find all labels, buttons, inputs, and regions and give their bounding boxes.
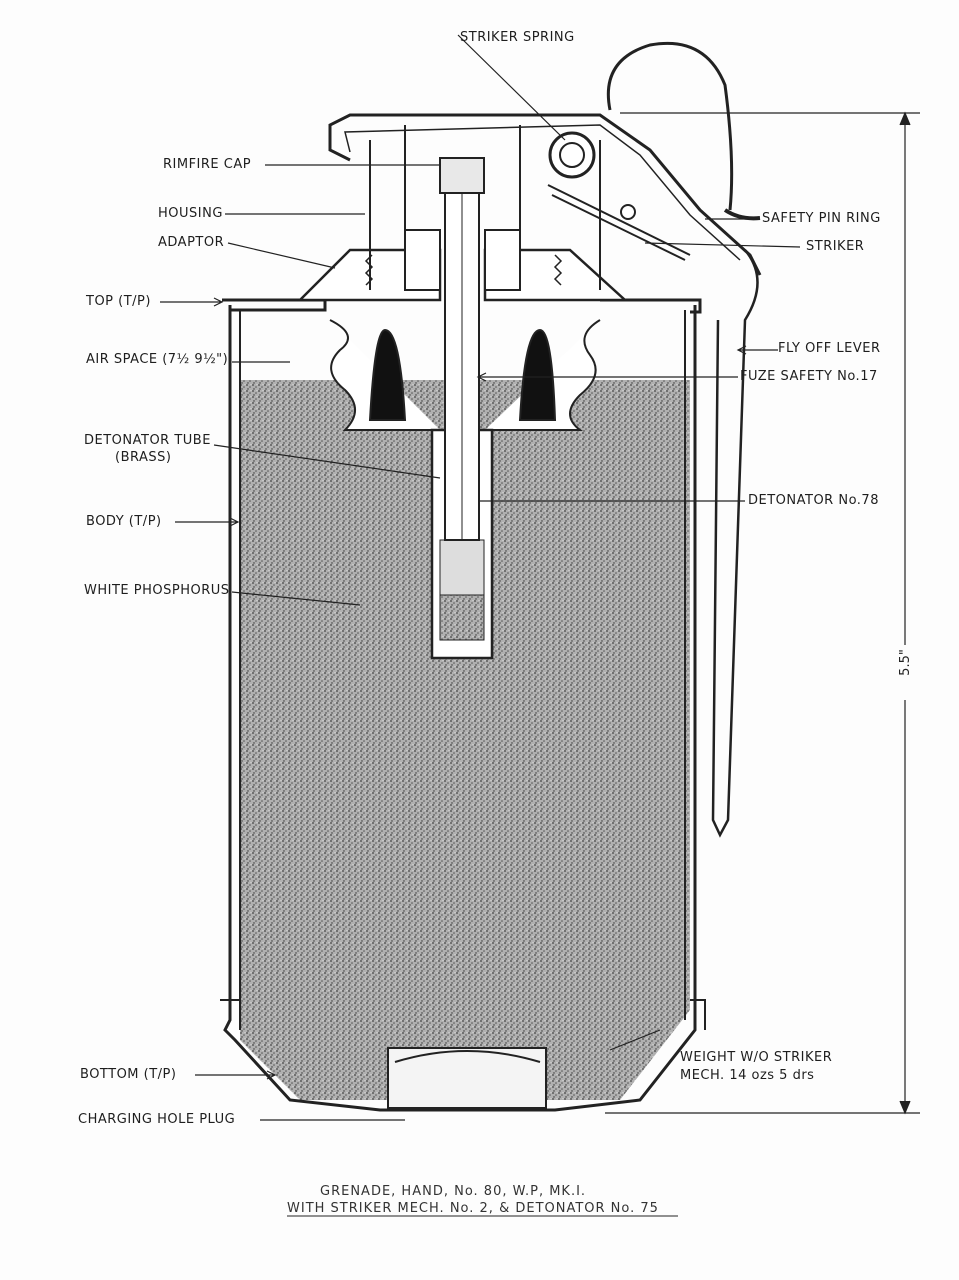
label-rimfire-cap: RIMFIRE CAP [163, 157, 252, 172]
label-detonator-tube: DETONATOR TUBE [84, 433, 211, 448]
label-housing: HOUSING [158, 206, 223, 221]
striker-spring [548, 131, 596, 179]
height-dimension-label: 5.5" [897, 649, 913, 676]
label-fuze-safety: FUZE SAFETY No.17 [740, 369, 878, 384]
leader-lines [160, 34, 801, 1121]
caption-subtitle: WITH STRIKER MECH. No. 2, & DETONATOR No… [287, 1201, 659, 1216]
label-charging-hole-plug: CHARGING HOLE PLUG [78, 1112, 236, 1127]
housing [369, 125, 601, 290]
label-striker-spring: STRIKER SPRING [460, 30, 575, 45]
label-white-phosphorus: WHITE PHOSPHORUS [84, 583, 230, 598]
striker-mech-cover [328, 113, 762, 276]
label-body: BODY (T/P) [86, 514, 162, 529]
label-detonator: DETONATOR No.78 [748, 493, 879, 508]
white-phosphorus-fill [240, 380, 690, 1100]
label-safety-pin-ring: SAFETY PIN RING [762, 211, 881, 226]
label-weight-line1: WEIGHT W/O STRIKER [680, 1050, 833, 1065]
charging-hole-plug [387, 1047, 547, 1109]
label-weight-line2: MECH. 14 ozs 5 drs [680, 1068, 815, 1083]
label-air-space: AIR SPACE (7½ 9½") [86, 352, 229, 367]
label-adaptor: ADAPTOR [158, 235, 225, 250]
rimfire-cap [439, 157, 485, 194]
label-bottom: BOTTOM (T/P) [80, 1067, 177, 1082]
caption-title: GRENADE, HAND, No. 80, W.P, MK.I. [320, 1184, 587, 1199]
label-fly-off-lever: FLY OFF LEVER [778, 341, 881, 356]
top-rim [222, 298, 702, 314]
fly-off-lever [711, 249, 759, 838]
body-wall [223, 305, 697, 1112]
label-striker: STRIKER [806, 239, 865, 254]
label-detonator-tube-material: (BRASS) [115, 450, 172, 465]
safety-pin-ring [606, 41, 734, 211]
label-top: TOP (T/P) [86, 294, 151, 309]
height-dimension [605, 111, 920, 1115]
